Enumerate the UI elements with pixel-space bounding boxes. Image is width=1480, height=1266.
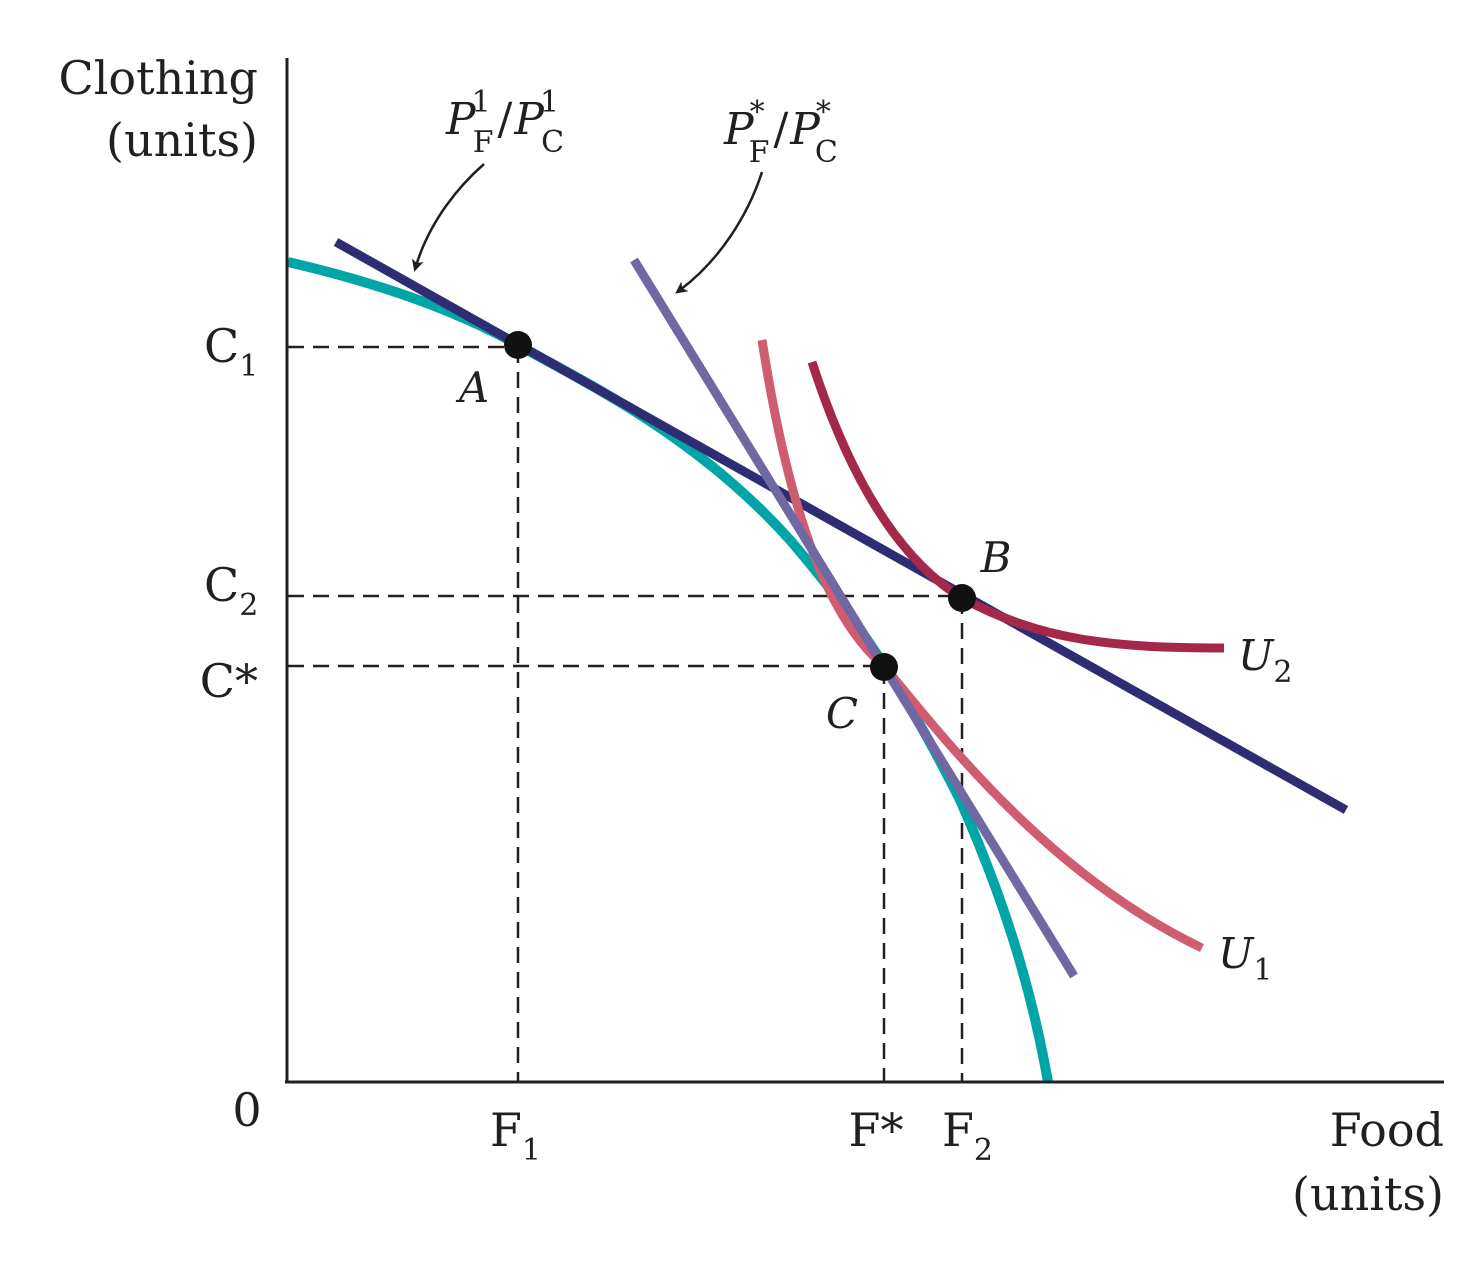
u1-label-sub: 1: [1253, 953, 1272, 988]
ratio2-sup-num: *: [750, 95, 765, 130]
production-possibility-frontier: [286, 257, 1053, 1083]
ratio1-p-den: P: [513, 94, 545, 145]
axes: [285, 58, 1444, 1084]
tick-fstar: F*: [849, 1103, 904, 1157]
ratio2-slash: /: [773, 104, 788, 155]
tick-c1-sub: 1: [239, 349, 258, 384]
ratio1-sup-den: 1: [540, 85, 559, 120]
arrow-to-price-line-initial: [412, 163, 485, 272]
ratio2-sub-num: F: [749, 135, 770, 170]
point-b-label: B: [980, 533, 1012, 582]
tick-f1-main: F: [490, 1103, 522, 1157]
point-a-marker: [504, 331, 532, 359]
x-axis-label-line1: Food: [1330, 1103, 1444, 1157]
tick-c1-main: C: [204, 319, 239, 373]
x-axis-label-line2: (units): [1292, 1167, 1444, 1221]
u1-label-main: U: [1218, 929, 1255, 978]
ratio2-p-num: P: [723, 104, 755, 155]
price-ratio-star-label: P*F/P*C: [723, 95, 838, 170]
ratio2-sup-den: *: [816, 95, 831, 130]
u1-label: U1: [1218, 929, 1273, 988]
ratio1-sup-num: 1: [472, 85, 491, 120]
y-axis-label-line1: Clothing: [59, 51, 259, 105]
u2-label: U2: [1238, 631, 1293, 690]
tick-f2-main: F: [942, 1103, 974, 1157]
u2-label-main: U: [1238, 631, 1275, 680]
tick-c2: C2: [204, 558, 258, 623]
tick-c2-sub: 2: [239, 588, 258, 623]
ratio1-p-num: P: [445, 94, 477, 145]
arrow-to-price-line-star: [675, 171, 764, 294]
point-a-label: A: [455, 363, 489, 412]
ratio1-slash: /: [498, 94, 513, 145]
guide-lines: [288, 345, 964, 1082]
tick-f1: F1: [490, 1103, 541, 1168]
tick-cstar: C*: [200, 654, 258, 708]
price-line-star: [630, 257, 1078, 979]
point-c-label: C: [826, 689, 858, 738]
ratio1-sub-num: F: [473, 125, 494, 160]
price-line-initial: [333, 238, 1349, 814]
tick-f1-sub: 1: [522, 1133, 541, 1168]
y-axis-label-line2: (units): [106, 113, 258, 167]
ratio2-p-den: P: [789, 104, 821, 155]
ratio2-sub-den: C: [815, 135, 838, 170]
point-b-marker: [948, 584, 976, 612]
tick-f2: F2: [942, 1103, 993, 1168]
u2-label-sub: 2: [1273, 655, 1292, 690]
ratio1-sub-den: C: [541, 125, 564, 160]
indifference-curve-u2: [807, 360, 1225, 653]
point-c-marker: [870, 653, 898, 681]
tick-c2-main: C: [204, 558, 239, 612]
tick-c1: C1: [204, 319, 258, 384]
origin-label: 0: [232, 1083, 261, 1137]
tick-f2-sub: 2: [974, 1133, 993, 1168]
